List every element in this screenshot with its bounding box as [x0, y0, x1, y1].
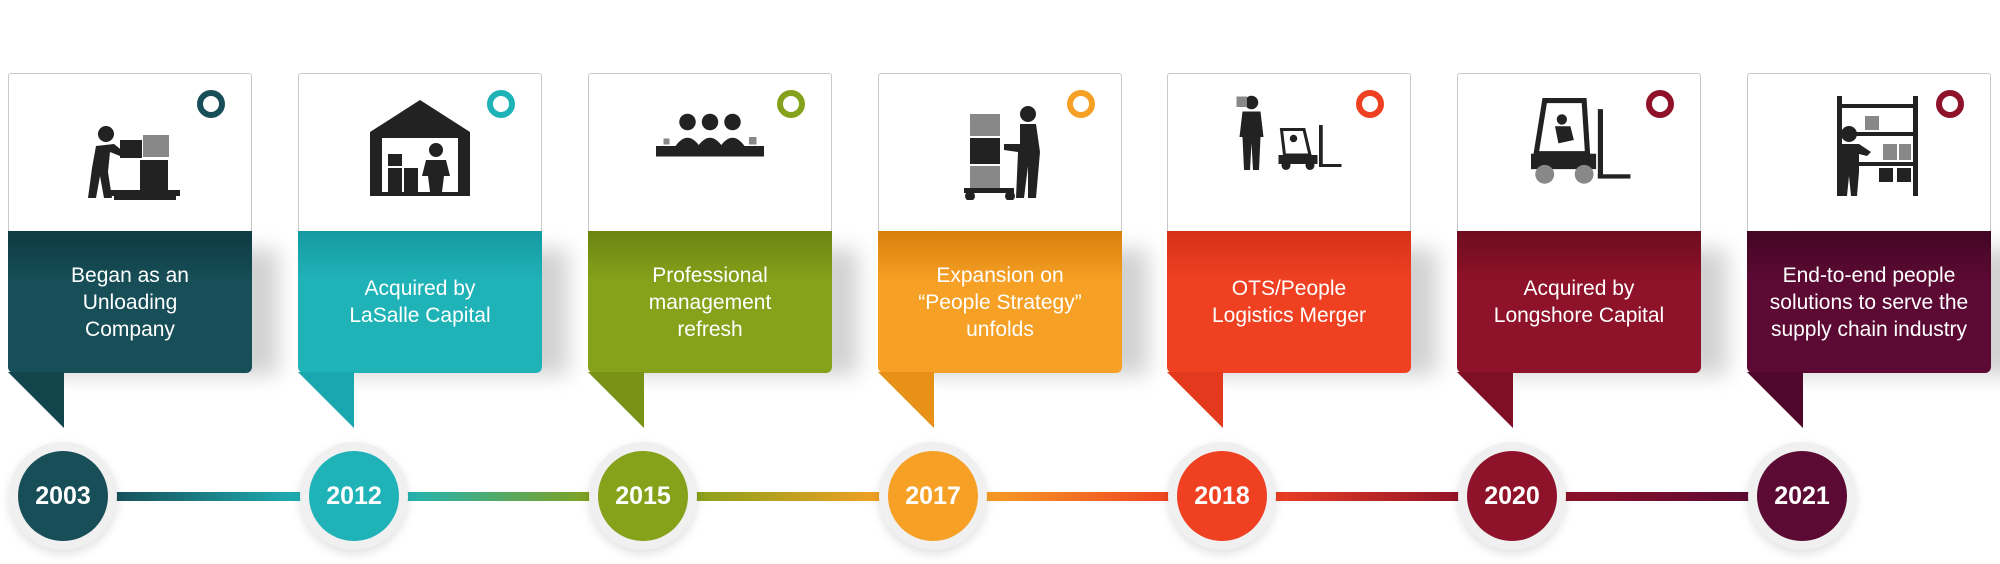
callout-tail [8, 372, 64, 428]
milestone-panel: Acquired by LaSalle Capital [298, 231, 542, 373]
milestone-description: Acquired by Longshore Capital [1493, 277, 1665, 327]
milestone-2018: OTS/People Logistics Merger [1167, 73, 1411, 433]
callout-tail [588, 372, 644, 428]
milestone-panel: Acquired by Longshore Capital [1457, 231, 1701, 373]
year-badge: 2012 [309, 451, 399, 541]
milestone-icon-card [878, 73, 1122, 232]
ring-marker-icon [487, 90, 515, 118]
timeline-connector [1557, 492, 1757, 501]
milestone-icon-card [298, 73, 542, 232]
hand-truck-worker-icon [940, 92, 1060, 201]
milestone-2021: End-to-end people solutions to serve the… [1747, 73, 1991, 433]
callout-tail [1167, 372, 1223, 428]
milestone-icon-card [8, 73, 252, 232]
meeting-table-icon [650, 92, 770, 200]
milestone-icon-card [1747, 73, 1991, 232]
timeline-connector [108, 492, 309, 501]
year-badge: 2018 [1177, 451, 1267, 541]
milestone-panel: Expansion on “People Strategy” unfolds [878, 231, 1122, 373]
timeline-connector [1267, 492, 1467, 501]
milestone-description: End-to-end people solutions to serve the… [1769, 263, 1969, 341]
callout-tail [878, 372, 934, 428]
ring-marker-icon [197, 90, 225, 118]
ring-marker-icon [1356, 90, 1384, 118]
milestone-panel: Professional management refresh [588, 231, 832, 373]
milestone-icon-card [1457, 73, 1701, 232]
year-badge: 2003 [18, 451, 108, 541]
timeline-connector [978, 492, 1177, 501]
milestone-2017: Expansion on “People Strategy” unfolds [878, 73, 1122, 433]
milestone-2020: Acquired by Longshore Capital [1457, 73, 1701, 433]
milestone-description: Began as an Unloading Company [71, 263, 189, 341]
timeline-connector [399, 492, 598, 501]
callout-tail [298, 372, 354, 428]
ring-marker-icon [1646, 90, 1674, 118]
milestone-2012: Acquired by LaSalle Capital [298, 73, 542, 433]
milestone-panel: OTS/People Logistics Merger [1167, 231, 1411, 373]
milestone-2003: Began as an Unloading Company [8, 73, 252, 433]
ring-marker-icon [1067, 90, 1095, 118]
milestone-panel: End-to-end people solutions to serve the… [1747, 231, 1991, 373]
forklift-icon [1519, 92, 1639, 200]
milestone-description: Professional management refresh [648, 263, 772, 341]
forklift-worker-icon [1229, 92, 1349, 200]
milestone-2015: Professional management refresh [588, 73, 832, 433]
year-badge: 2015 [598, 451, 688, 541]
ring-marker-icon [1936, 90, 1964, 118]
year-badge: 2017 [888, 451, 978, 541]
milestone-description: Expansion on “People Strategy” unfolds [918, 263, 1082, 341]
milestone-icon-card [1167, 73, 1411, 232]
year-badge: 2021 [1757, 451, 1847, 541]
shelving-worker-icon [1809, 92, 1929, 200]
milestone-icon-card [588, 73, 832, 232]
ring-marker-icon [777, 90, 805, 118]
timeline-connector [688, 492, 888, 501]
worker-stacking-boxes-icon [70, 92, 190, 200]
warehouse-icon [360, 92, 480, 200]
year-badge: 2020 [1467, 451, 1557, 541]
milestone-description: Acquired by LaSalle Capital [349, 277, 491, 327]
callout-tail [1457, 372, 1513, 428]
milestone-description: OTS/People Logistics Merger [1211, 277, 1367, 327]
callout-tail [1747, 372, 1803, 428]
milestone-panel: Began as an Unloading Company [8, 231, 252, 373]
